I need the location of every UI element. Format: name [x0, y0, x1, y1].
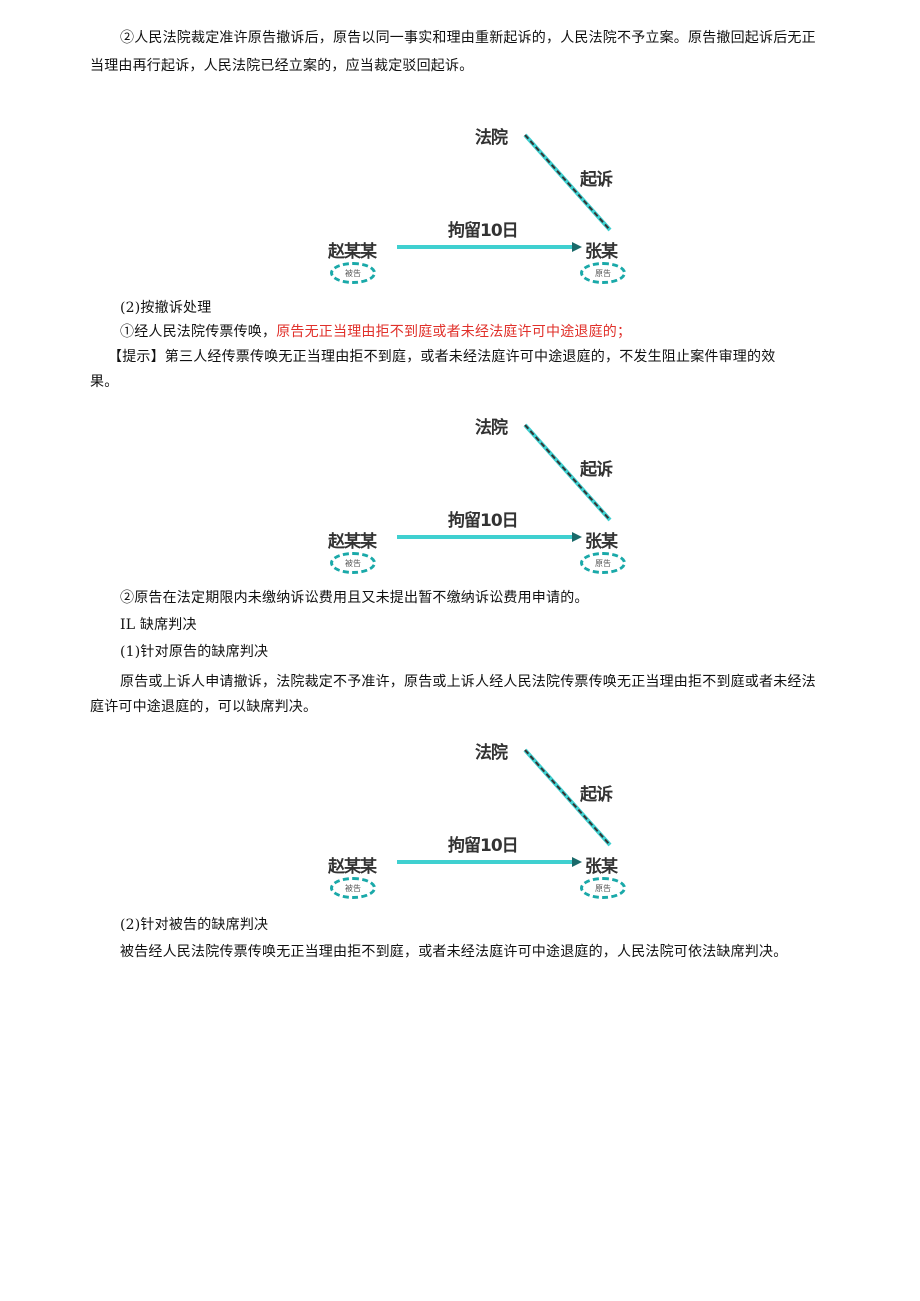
- case-diagram-1: 法院 起诉 拘留10日 赵某某 张某 被告 原告: [320, 110, 640, 295]
- heading-withdrawal-treatment: (2)按撤诉处理: [120, 300, 212, 316]
- court-label: 法院: [475, 743, 508, 763]
- right-party-label: 张某: [585, 532, 618, 552]
- case-diagram-2: 法院 起诉 拘留10日 赵某某 张某 被告 原告: [320, 398, 640, 583]
- case-diagram-3: 法院 起诉 拘留10日 赵某某 张某 被告 原告: [320, 725, 640, 910]
- item-1-text: ①经人民法院传票传唤，: [120, 324, 277, 340]
- left-role-cloud: 被告: [330, 552, 376, 574]
- item-1: ①经人民法院传票传唤，原告无正当理由拒不到庭或者未经法庭许可中途退庭的；: [120, 322, 631, 342]
- right-role-cloud: 原告: [580, 552, 626, 574]
- left-role-cloud: 被告: [330, 877, 376, 899]
- paragraph-withdrawal-line-1: ②人民法院裁定准许原告撤诉后，原告以同一事实和理由重新起诉的，人民法院不予立案。…: [120, 30, 816, 46]
- right-role-cloud: 原告: [580, 262, 626, 284]
- detain-label: 拘留10日: [448, 836, 519, 856]
- diagram-arrows: [397, 423, 612, 542]
- right-party-label: 张某: [585, 242, 618, 262]
- left-role-cloud: 被告: [330, 262, 376, 284]
- tip-line-1: 【提示】第三人经传票传唤无正当理由拒不到庭，或者未经法庭许可中途退庭的，不发生阻…: [108, 349, 776, 365]
- tip-line-2: 果。: [90, 374, 119, 390]
- heading-plaintiff-default: (1)针对原告的缺席判决: [120, 644, 269, 660]
- court-label: 法院: [475, 128, 508, 148]
- right-role-cloud: 原告: [580, 877, 626, 899]
- sue-label: 起诉: [580, 460, 613, 480]
- court-label: 法院: [475, 418, 508, 438]
- heading-defendant-default: (2)针对被告的缺席判决: [120, 917, 269, 933]
- section-default-judgment: IL 缺席判决: [120, 617, 197, 633]
- right-party-label: 张某: [585, 857, 618, 877]
- left-party-label: 赵某某: [328, 857, 377, 877]
- defendant-default-line: 被告经人民法院传票传唤无正当理由拒不到庭，或者未经法庭许可中途退庭的，人民法院可…: [120, 944, 788, 960]
- detain-label: 拘留10日: [448, 221, 519, 241]
- item-1-highlight: 原告无正当理由拒不到庭或者未经法庭许可中途退庭的；: [276, 324, 632, 340]
- paragraph-withdrawal-line-2: 当理由再行起诉，人民法院已经立案的，应当裁定驳回起诉。: [90, 58, 474, 74]
- plaintiff-default-line-1: 原告或上诉人申请撤诉，法院裁定不予准许，原告或上诉人经人民法院传票传唤无正当理由…: [120, 674, 816, 690]
- diagram-arrows: [397, 133, 612, 252]
- item-2: ②原告在法定期限内未缴纳诉讼费用且又未提出暂不缴纳诉讼费用申请的。: [120, 590, 589, 606]
- diagram-arrows: [397, 748, 612, 867]
- plaintiff-default-line-2: 庭许可中途退庭的，可以缺席判决。: [90, 699, 318, 715]
- left-party-label: 赵某某: [328, 532, 377, 552]
- sue-label: 起诉: [580, 785, 613, 805]
- detain-label: 拘留10日: [448, 511, 519, 531]
- left-party-label: 赵某某: [328, 242, 377, 262]
- sue-label: 起诉: [580, 170, 613, 190]
